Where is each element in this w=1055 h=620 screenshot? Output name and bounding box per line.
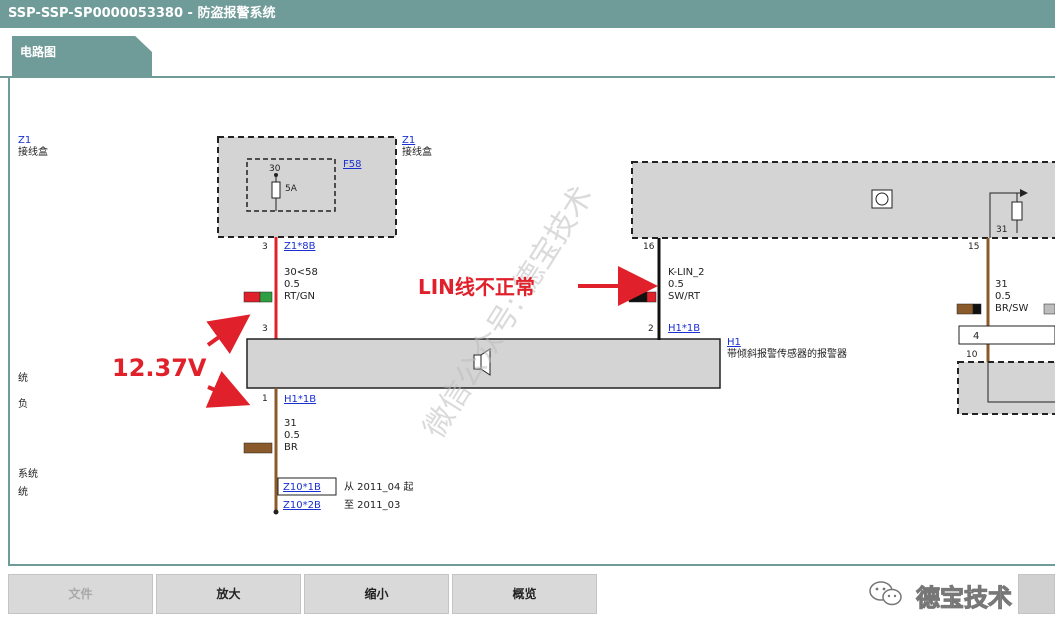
fuse-id-link[interactable]: F58 — [343, 159, 361, 170]
circuit-diagram: Z1 接线盒 统 负 系统 统 Z1 接线盒 30 F58 5A 3 Z1*8B… — [18, 135, 1055, 515]
fuse-pin: 30 — [269, 164, 281, 174]
toolbar-extra-button[interactable] — [1018, 574, 1055, 614]
right-control-module — [631, 161, 1055, 239]
wire2-connector-link[interactable]: H1*1B — [668, 323, 700, 334]
file-button[interactable]: 文件 — [8, 574, 153, 614]
wire1-color: RT/GN — [284, 291, 315, 302]
window-title: SSP-SSP-SP0000053380 - 防盗报警系统 — [0, 0, 1055, 28]
junction-box-z1 — [217, 136, 397, 238]
wire2-color-swatch — [628, 291, 657, 303]
right-connector-box — [958, 325, 1055, 345]
wire4-box-value: 4 — [973, 331, 979, 342]
ground-connector2-note: 至 2011_03 — [344, 499, 400, 511]
left-label-system: 统 — [18, 371, 28, 384]
wire1-color-swatch — [243, 291, 273, 303]
wechat-icon — [869, 581, 902, 606]
wire3-pin: 1 — [262, 394, 268, 404]
wire3-color-swatch — [243, 442, 273, 454]
wire4-color: BR/SW — [995, 303, 1029, 314]
left-label-junction: 接线盒 — [18, 145, 48, 158]
tab-bar: 电路图 — [0, 28, 1055, 78]
wire2-pin-bottom: 2 — [648, 324, 654, 334]
wire2-pin-top: 16 — [643, 242, 655, 252]
watermark-diagonal: 微信公众号: 德宝技术 — [417, 180, 600, 444]
zoom-out-button[interactable]: 缩小 — [304, 574, 449, 614]
wire3-connector-link[interactable]: H1*1B — [284, 394, 316, 405]
annotation-voltage-arrow-up — [206, 314, 251, 354]
watermark-corner: 德宝技术 — [916, 584, 1013, 613]
steering-icon — [871, 189, 893, 209]
zoom-in-button[interactable]: 放大 — [156, 574, 301, 614]
left-label-z1[interactable]: Z1 — [18, 135, 31, 146]
wire3-color: BR — [284, 442, 298, 453]
resistor-arrow — [1020, 189, 1028, 197]
box-h1-name: 带倾斜报警传感器的报警器 — [727, 347, 847, 360]
bottom-toolbar: 文件 放大 缩小 概览 德宝技术 — [0, 568, 1055, 620]
wire2-size: 0.5 — [668, 279, 684, 290]
fuse-symbol — [271, 181, 281, 199]
wire1-signal: 30<58 — [284, 267, 318, 278]
wire2-color: SW/RT — [668, 291, 701, 302]
wire4-signal: 31 — [995, 279, 1008, 290]
resistor-lead — [989, 192, 1024, 238]
ground-connector1-note: 从 2011_04 起 — [344, 481, 414, 493]
fuse-enclosure — [246, 158, 336, 212]
resistor-symbol — [1011, 201, 1023, 221]
ground-connector-box — [277, 477, 337, 496]
wire1-connector-link[interactable]: Z1*8B — [284, 241, 316, 252]
right-lower-module — [957, 361, 1055, 415]
wire4-pin-top: 15 — [968, 242, 979, 252]
wire1-pin-bottom: 3 — [262, 324, 268, 334]
left-label-system3: 统 — [18, 485, 28, 498]
right-lower-wire — [987, 362, 1055, 403]
box-z1-name: 接线盒 — [402, 145, 432, 158]
annotation-voltage: 12.37V — [112, 354, 207, 382]
ground-connector1-link[interactable]: Z10*1B — [283, 482, 321, 493]
diagram-panel — [8, 78, 1055, 566]
wire4-pin-bottom: 10 — [966, 350, 978, 360]
resistor-label: 31 — [996, 225, 1007, 235]
wire4-color-swatch — [956, 303, 1055, 315]
box-h1-id[interactable]: H1 — [727, 337, 741, 348]
overview-button[interactable]: 概览 — [452, 574, 597, 614]
wire1-size: 0.5 — [284, 279, 300, 290]
box-z1-id[interactable]: Z1 — [402, 135, 415, 146]
wire2-signal: K-LIN_2 — [668, 267, 704, 278]
ground-node — [273, 509, 279, 515]
ground-connector2-link[interactable]: Z10*2B — [283, 500, 321, 511]
fuse-rating: 5A — [285, 184, 298, 194]
tab-circuit-diagram[interactable]: 电路图 — [12, 36, 152, 76]
annotation-lin-fault: LIN线不正常 — [418, 275, 535, 299]
wire1-pin-top: 3 — [262, 242, 268, 252]
wire3-size: 0.5 — [284, 430, 300, 441]
left-label-system2: 系统 — [18, 467, 38, 480]
wire4-size: 0.5 — [995, 291, 1011, 302]
left-label-load: 负 — [18, 397, 28, 410]
speaker-icon — [473, 348, 491, 376]
wire3-signal: 31 — [284, 418, 297, 429]
annotation-voltage-arrow-down — [205, 371, 251, 408]
